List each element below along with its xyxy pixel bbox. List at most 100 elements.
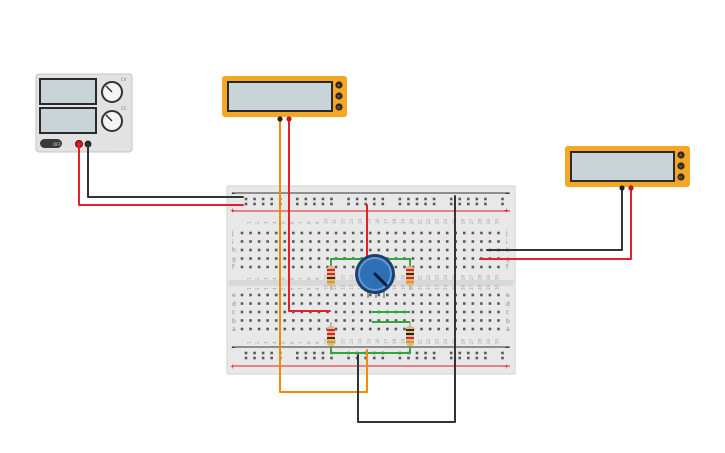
breadboard-hole[interactable] xyxy=(432,197,436,201)
breadboard-hole[interactable] xyxy=(501,197,504,201)
breadboard-hole[interactable] xyxy=(317,293,321,297)
breadboard-hole[interactable] xyxy=(411,240,415,243)
breadboard-hole[interactable] xyxy=(463,265,466,269)
breadboard-hole[interactable] xyxy=(326,248,329,252)
breadboard-hole[interactable] xyxy=(351,248,355,252)
breadboard-hole[interactable] xyxy=(428,248,432,252)
breadboard-hole[interactable] xyxy=(403,240,406,243)
breadboard-hole[interactable] xyxy=(377,319,381,322)
breadboard-hole[interactable] xyxy=(326,319,329,322)
breadboard-hole[interactable] xyxy=(497,293,500,297)
breadboard-hole[interactable] xyxy=(317,231,321,235)
breadboard-hole[interactable] xyxy=(394,293,398,297)
breadboard-hole[interactable] xyxy=(351,265,355,269)
breadboard-hole[interactable] xyxy=(317,257,321,260)
breadboard-hole[interactable] xyxy=(274,248,278,252)
breadboard-hole[interactable] xyxy=(300,257,304,260)
breadboard-hole[interactable] xyxy=(458,356,462,360)
breadboard-hole[interactable] xyxy=(368,302,372,305)
breadboard-hole[interactable] xyxy=(432,202,436,206)
breadboard-hole[interactable] xyxy=(471,257,475,260)
breadboard-hole[interactable] xyxy=(257,231,261,235)
breadboard-hole[interactable] xyxy=(394,265,398,269)
breadboard-hole[interactable] xyxy=(309,302,312,305)
breadboard-hole[interactable] xyxy=(437,265,440,269)
breadboard-hole[interactable] xyxy=(377,293,381,297)
breadboard-hole[interactable] xyxy=(326,240,329,243)
breadboard-hole[interactable] xyxy=(407,202,410,206)
breadboard-hole[interactable] xyxy=(274,240,278,243)
breadboard-hole[interactable] xyxy=(411,319,415,322)
breadboard-hole[interactable] xyxy=(445,302,449,305)
breadboard-hole[interactable] xyxy=(292,231,295,235)
breadboard-hole[interactable] xyxy=(403,231,406,235)
breadboard-hole[interactable] xyxy=(480,327,483,331)
breadboard-hole[interactable] xyxy=(283,310,287,314)
breadboard-hole[interactable] xyxy=(381,197,385,201)
breadboard-hole[interactable] xyxy=(488,265,492,269)
breadboard-hole[interactable] xyxy=(309,240,312,243)
breadboard-hole[interactable] xyxy=(420,231,423,235)
breadboard-hole[interactable] xyxy=(261,356,265,360)
breadboard-hole[interactable] xyxy=(300,327,304,331)
breadboard-hole[interactable] xyxy=(317,302,321,305)
breadboard-hole[interactable] xyxy=(437,231,440,235)
breadboard-hole[interactable] xyxy=(411,257,415,260)
breadboard-hole[interactable] xyxy=(283,231,287,235)
breadboard-hole[interactable] xyxy=(386,248,389,252)
breadboard-hole[interactable] xyxy=(283,293,287,297)
breadboard-hole[interactable] xyxy=(296,202,299,206)
breadboard-hole[interactable] xyxy=(343,327,346,331)
breadboard-hole[interactable] xyxy=(403,327,406,331)
breadboard-hole[interactable] xyxy=(463,231,466,235)
resistor-top-left[interactable] xyxy=(327,262,335,290)
breadboard-hole[interactable] xyxy=(351,310,355,314)
breadboard-hole[interactable] xyxy=(467,356,470,360)
breadboard-hole[interactable] xyxy=(377,231,381,235)
breadboard-hole[interactable] xyxy=(463,319,466,322)
breadboard-hole[interactable] xyxy=(347,356,350,360)
breadboard-hole[interactable] xyxy=(415,197,419,201)
breadboard-hole[interactable] xyxy=(497,319,500,322)
breadboard-hole[interactable] xyxy=(334,240,338,243)
breadboard-hole[interactable] xyxy=(266,240,269,243)
breadboard-hole[interactable] xyxy=(368,319,372,322)
breadboard-hole[interactable] xyxy=(283,327,287,331)
breadboard-hole[interactable] xyxy=(445,231,449,235)
breadboard-hole[interactable] xyxy=(463,302,466,305)
breadboard-hole[interactable] xyxy=(467,202,470,206)
breadboard-hole[interactable] xyxy=(394,319,398,322)
breadboard-hole[interactable] xyxy=(480,248,483,252)
breadboard-hole[interactable] xyxy=(360,310,363,314)
breadboard-hole[interactable] xyxy=(274,302,278,305)
breadboard-hole[interactable] xyxy=(463,327,466,331)
breadboard-hole[interactable] xyxy=(274,231,278,235)
breadboard-hole[interactable] xyxy=(415,202,419,206)
breadboard-hole[interactable] xyxy=(437,293,440,297)
breadboard-hole[interactable] xyxy=(488,240,492,243)
breadboard-hole[interactable] xyxy=(326,302,329,305)
breadboard-hole[interactable] xyxy=(313,356,316,360)
breadboard-hole[interactable] xyxy=(497,231,500,235)
breadboard-hole[interactable] xyxy=(480,319,483,322)
multimeter-right[interactable]: A V Ω xyxy=(565,146,690,191)
breadboard-hole[interactable] xyxy=(343,293,346,297)
breadboard-hole[interactable] xyxy=(257,248,261,252)
breadboard-hole[interactable] xyxy=(266,319,269,322)
breadboard-hole[interactable] xyxy=(497,302,500,305)
breadboard-hole[interactable] xyxy=(475,202,479,206)
breadboard-hole[interactable] xyxy=(244,197,248,201)
breadboard-hole[interactable] xyxy=(368,293,372,297)
breadboard-hole[interactable] xyxy=(240,319,244,322)
wire-mm2-red[interactable] xyxy=(479,185,632,260)
breadboard-hole[interactable] xyxy=(270,356,273,360)
breadboard-hole[interactable] xyxy=(309,327,312,331)
breadboard-hole[interactable] xyxy=(257,240,261,243)
breadboard-hole[interactable] xyxy=(415,351,419,355)
breadboard-hole[interactable] xyxy=(488,327,492,331)
breadboard-hole[interactable] xyxy=(351,319,355,322)
breadboard-hole[interactable] xyxy=(360,248,363,252)
breadboard-hole[interactable] xyxy=(253,197,256,201)
breadboard-hole[interactable] xyxy=(330,202,333,206)
breadboard-hole[interactable] xyxy=(368,240,372,243)
